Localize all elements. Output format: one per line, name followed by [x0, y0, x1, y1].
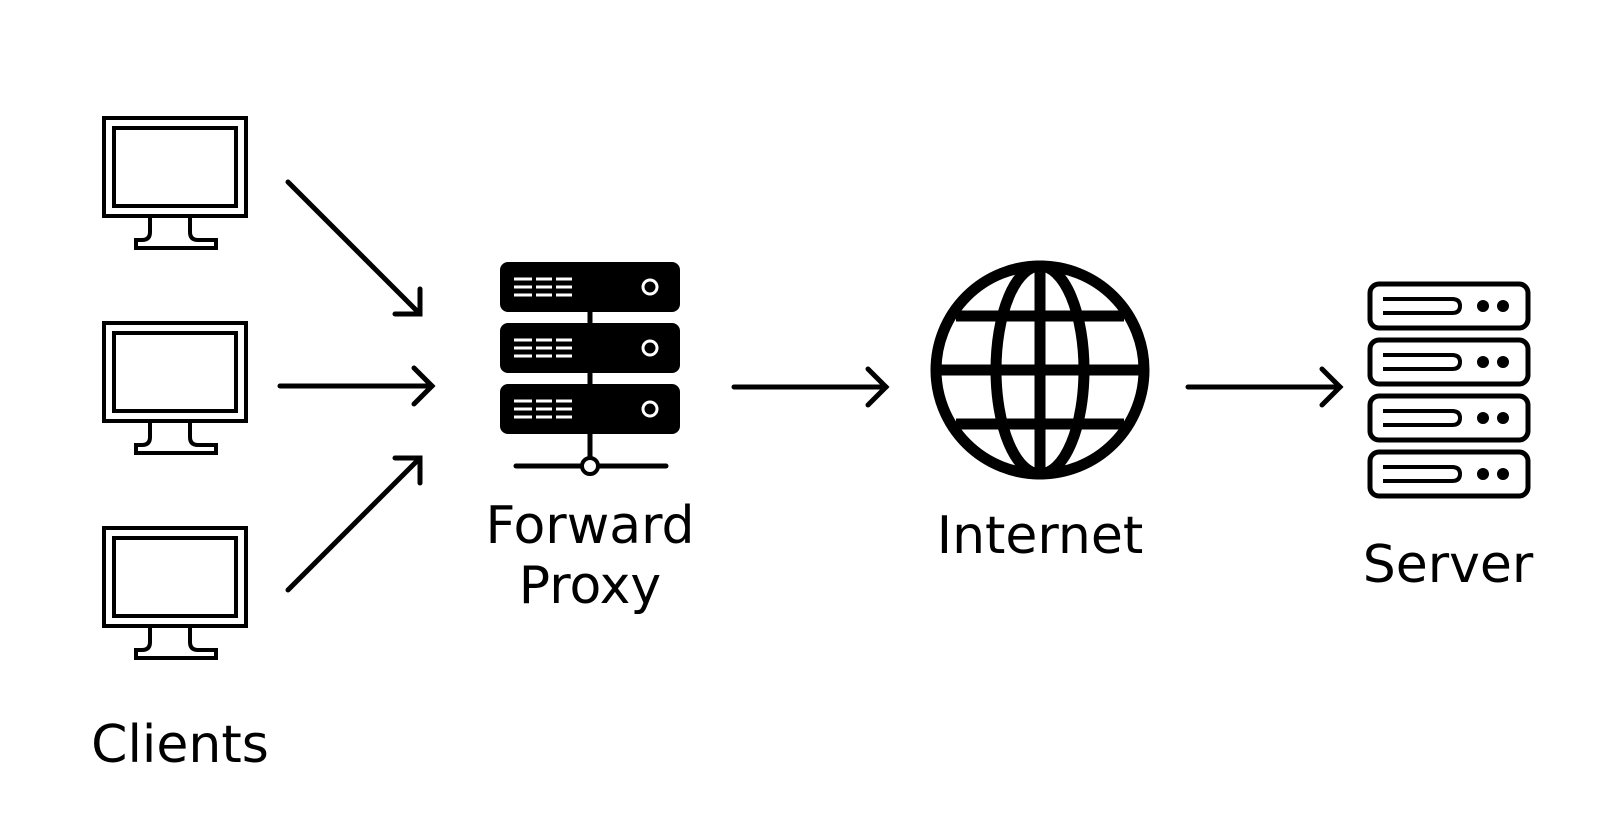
server-unit [1367, 449, 1531, 499]
server-rack-icon [500, 262, 680, 476]
rack-unit [500, 323, 680, 373]
server-unit [1367, 281, 1531, 331]
rack-unit [500, 262, 680, 312]
arrow-client-top-to-proxy [285, 179, 423, 317]
server-stack-icon [1367, 281, 1531, 499]
clients-label: Clients [91, 715, 269, 775]
forward-proxy-label: Forward Proxy [470, 496, 710, 616]
arrow-internet-to-server [1185, 366, 1344, 408]
arrow-proxy-to-internet [731, 366, 890, 408]
server-label: Server [1362, 535, 1534, 595]
client-monitor-icon [102, 321, 248, 455]
server-unit [1367, 337, 1531, 387]
server-unit [1367, 393, 1531, 443]
internet-label: Internet [936, 506, 1144, 566]
arrow-client-middle-to-proxy [277, 365, 436, 407]
rack-unit [500, 384, 680, 434]
globe-icon [930, 260, 1150, 480]
client-monitor-icon [102, 526, 248, 660]
forward-proxy-label-line-2: Proxy [518, 556, 662, 616]
client-monitor-icon [102, 116, 248, 250]
forward-proxy-label-line-1: Forward [485, 496, 695, 556]
arrow-client-bottom-to-proxy [285, 455, 423, 593]
